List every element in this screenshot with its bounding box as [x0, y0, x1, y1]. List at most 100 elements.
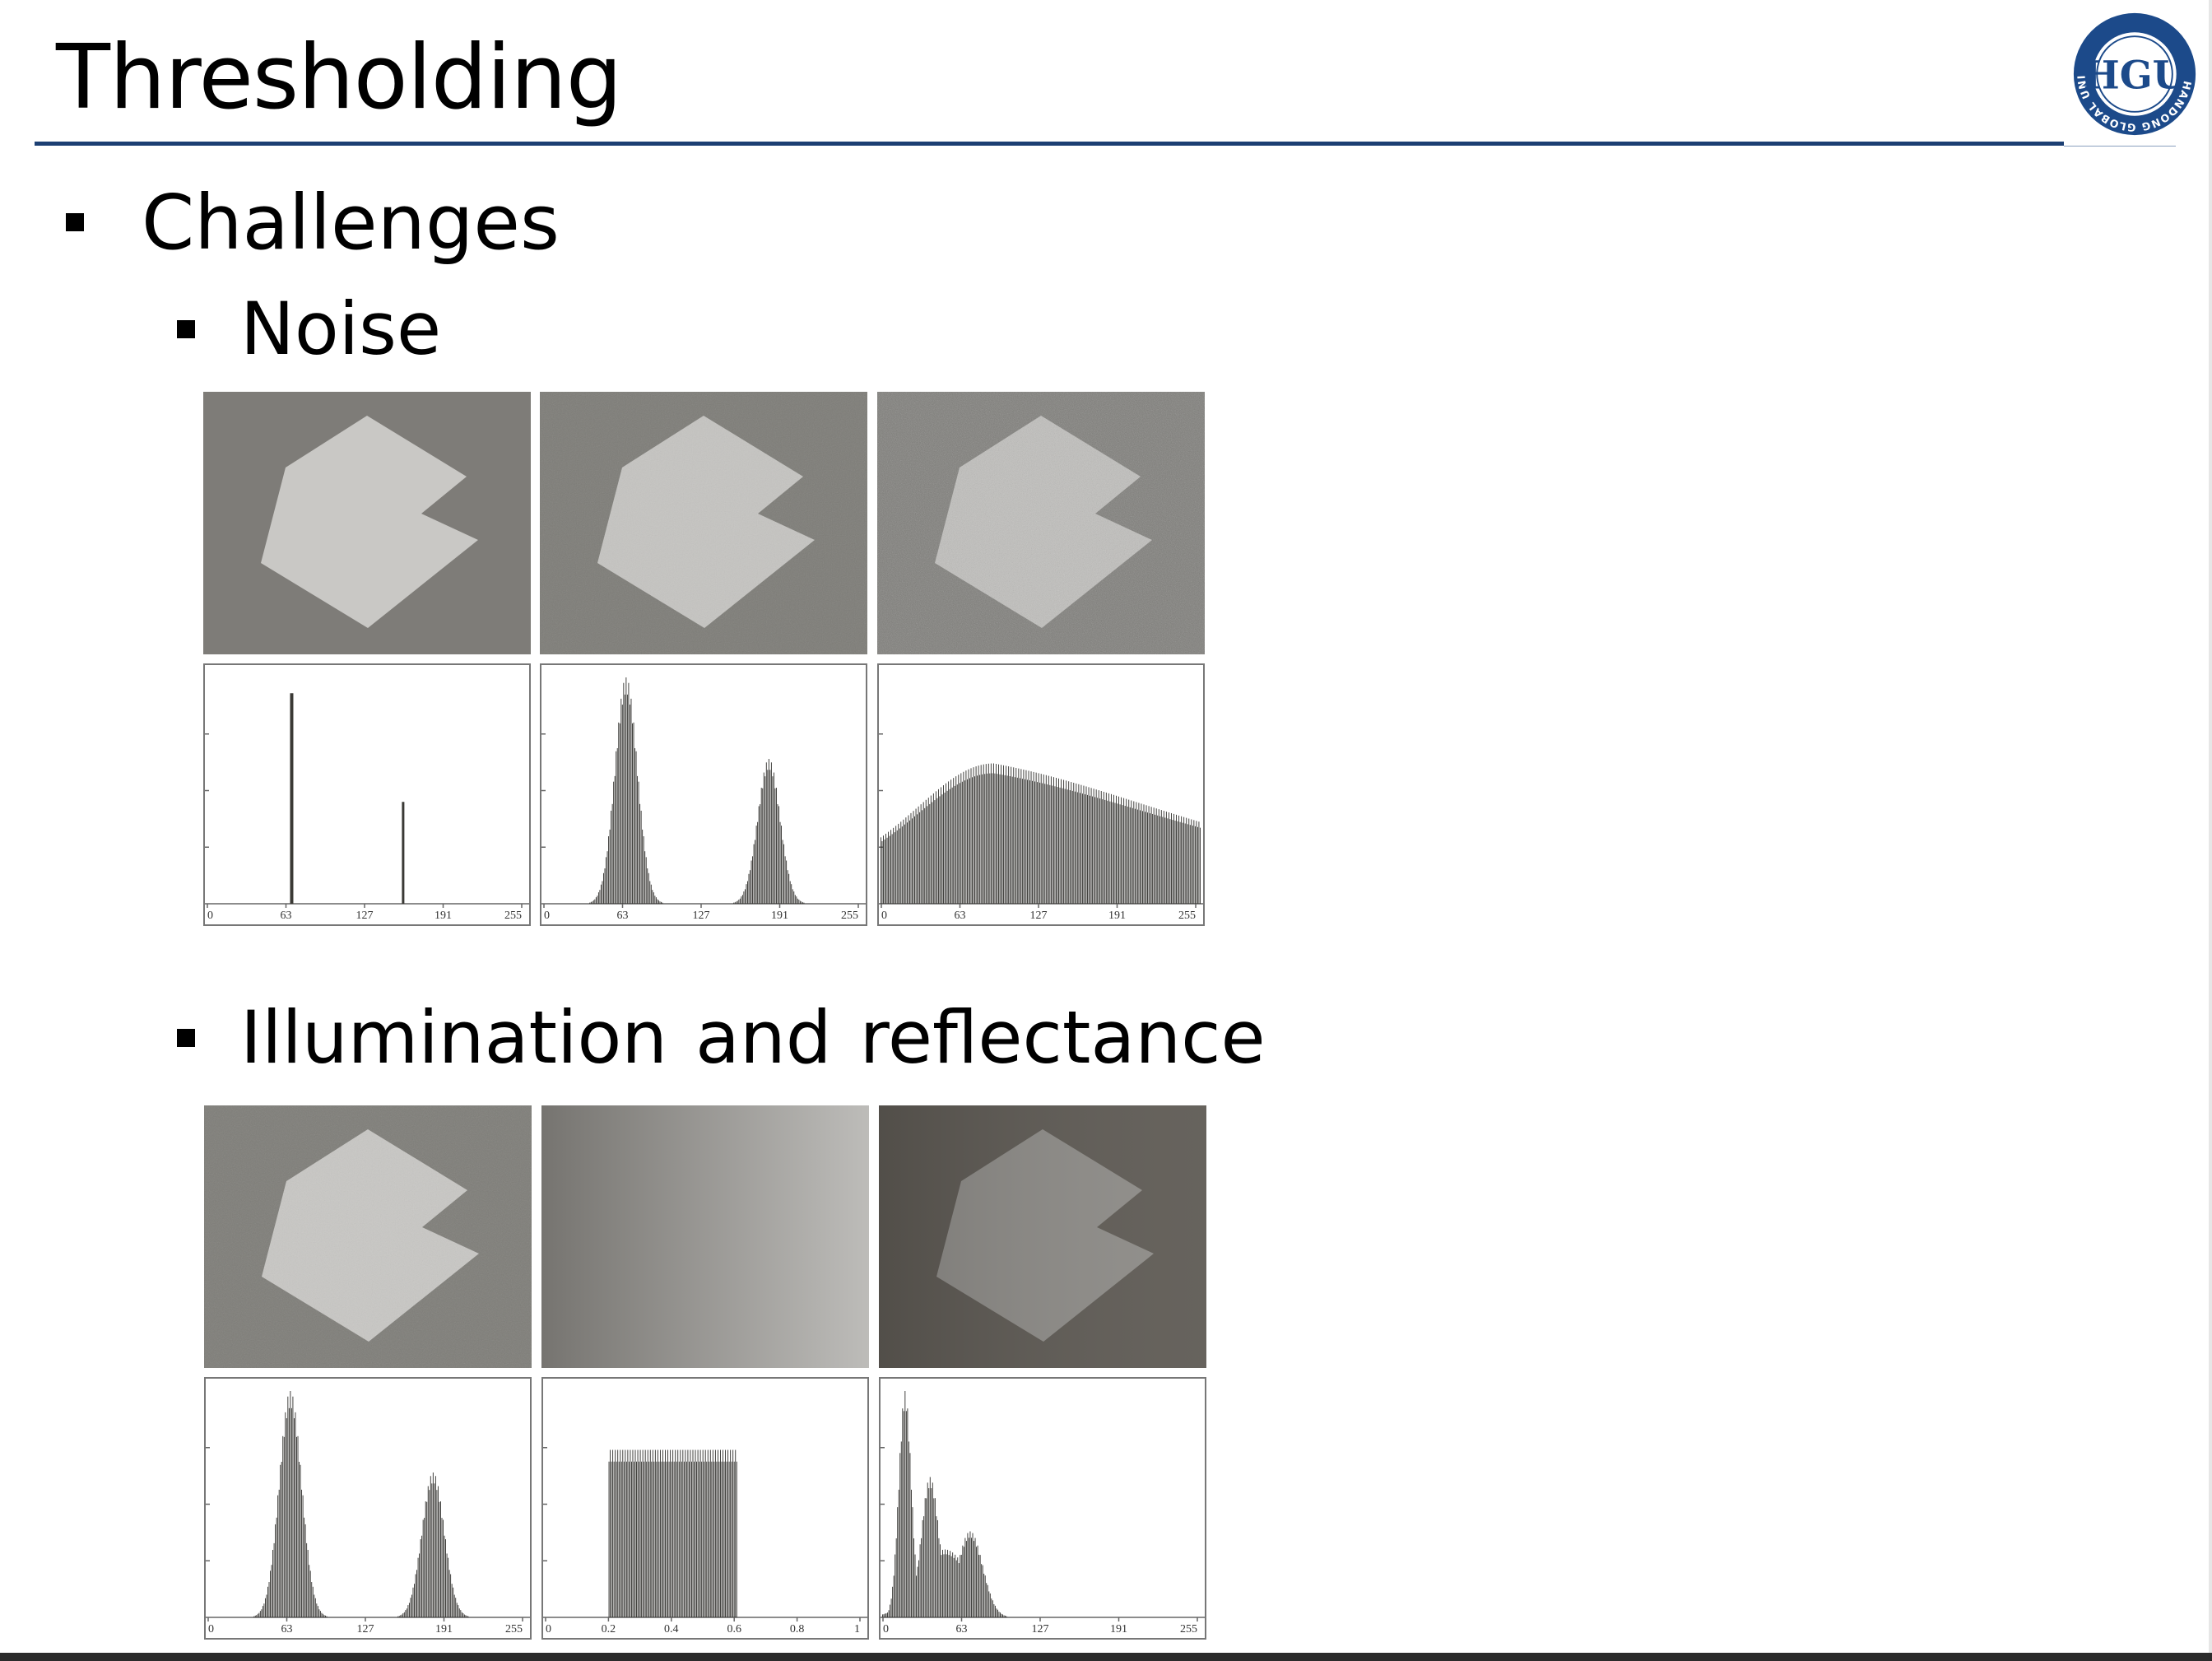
histogram-bar — [1004, 775, 1006, 904]
histogram-bar — [802, 902, 803, 904]
histogram-bar — [732, 1449, 734, 1617]
histogram-bar — [972, 777, 973, 904]
histogram-bar — [932, 793, 934, 904]
histogram-bar — [613, 781, 615, 904]
histogram-bar — [1188, 818, 1190, 904]
histogram-bar — [904, 824, 905, 904]
histogram-bar — [292, 1396, 294, 1617]
histogram-bar — [765, 762, 767, 904]
histogram-bar — [890, 830, 892, 904]
histogram-bar — [646, 1461, 648, 1617]
histogram-bar — [943, 784, 944, 904]
histogram-bar — [1167, 818, 1169, 904]
histogram-bar — [651, 1461, 653, 1617]
histogram-bar — [628, 682, 630, 904]
histogram-bar — [976, 1547, 978, 1617]
histogram-bar — [888, 1610, 890, 1617]
histogram-bar — [422, 1519, 424, 1617]
histogram-bar — [673, 1461, 675, 1617]
histogram-bar — [764, 776, 766, 904]
histogram-bar — [319, 1611, 321, 1617]
histogram-bar — [649, 881, 651, 904]
histogram-bar — [1153, 807, 1155, 904]
histogram-bar — [444, 1535, 445, 1617]
histogram-bar — [425, 1501, 426, 1617]
histogram-bar — [966, 779, 968, 904]
histogram-bar — [1128, 799, 1130, 904]
histogram-tick-label: 127 — [357, 1623, 374, 1635]
histogram-bar — [302, 1495, 304, 1617]
histogram-bar — [989, 1593, 991, 1617]
histogram-tick-label: 0 — [546, 1623, 551, 1635]
histogram-bar — [994, 1605, 996, 1617]
histogram-bar — [997, 774, 998, 904]
histogram-bar — [1174, 820, 1176, 904]
histogram-bar — [900, 1441, 902, 1617]
histogram-bar — [934, 1498, 936, 1617]
histogram-bar — [639, 1449, 641, 1617]
histogram-bar — [655, 897, 657, 904]
histogram-bar — [1085, 786, 1087, 904]
histogram-bar — [616, 748, 618, 904]
histogram-bar — [947, 1549, 949, 1617]
histogram-bar — [630, 1461, 632, 1617]
histogram-bar — [791, 884, 792, 904]
histogram-bar — [258, 1612, 260, 1617]
histogram-bar — [750, 860, 752, 904]
histogram-bar — [1169, 819, 1171, 904]
histogram-bar — [1129, 807, 1131, 904]
histogram-bar — [688, 1461, 690, 1617]
histogram-tick-label: 0 — [208, 1623, 214, 1635]
histogram-bar — [978, 1554, 980, 1617]
histogram-bar — [622, 1449, 624, 1617]
histogram-bar — [632, 1449, 634, 1617]
histogram-bar — [792, 889, 793, 904]
histogram-bar — [1133, 801, 1135, 904]
histogram-bar — [681, 1461, 682, 1617]
histogram-bar — [1030, 771, 1032, 904]
histogram-bar — [256, 1615, 258, 1617]
histogram-tick-label: 255 — [505, 1623, 523, 1635]
histogram-tick-label: 0.6 — [727, 1623, 741, 1635]
histogram-bar — [597, 892, 599, 904]
histogram-bar — [421, 1535, 423, 1617]
histogram-bar — [1116, 795, 1117, 904]
histogram-bar — [728, 1461, 730, 1617]
histogram-bar — [676, 1461, 677, 1617]
histogram-bar — [613, 1461, 615, 1617]
histogram-bar — [915, 808, 917, 904]
histogram-bar — [1074, 791, 1076, 904]
histogram-bar — [974, 1538, 976, 1617]
histogram-bar — [592, 900, 594, 904]
histogram-bar — [927, 1482, 928, 1617]
histogram-bar — [748, 873, 750, 904]
histogram-bar — [1122, 805, 1123, 904]
histogram-bar — [924, 807, 926, 904]
histogram-bar — [1126, 798, 1127, 904]
histogram-bar — [946, 790, 948, 904]
histogram-bar — [1050, 776, 1052, 904]
histogram-bar — [430, 1476, 431, 1617]
histogram-bar — [999, 774, 1001, 904]
histogram-bar — [299, 1462, 300, 1617]
histogram-bar — [983, 764, 984, 904]
histogram-tick-label: 0 — [207, 910, 213, 922]
histogram-bar — [803, 902, 805, 904]
histogram-bar — [1001, 1613, 1002, 1617]
histogram-bar — [1037, 782, 1039, 904]
histogram-bar — [794, 895, 796, 904]
histogram-tick-label: 127 — [1030, 910, 1048, 922]
histogram-bar — [963, 771, 964, 904]
histogram-bar — [321, 1612, 323, 1617]
histogram-bar — [288, 1407, 290, 1617]
histogram-bar — [280, 1464, 281, 1617]
histogram-bar — [1105, 792, 1107, 904]
histogram-bar — [649, 1449, 651, 1617]
image-clean-polygon — [203, 392, 531, 654]
histogram-bar — [1062, 788, 1063, 904]
histogram-tick-label: 191 — [435, 1623, 453, 1635]
histogram-bar — [801, 901, 802, 904]
histogram-bar — [625, 1461, 627, 1617]
histogram-bar — [1143, 804, 1145, 904]
histogram-bar — [445, 1539, 446, 1617]
